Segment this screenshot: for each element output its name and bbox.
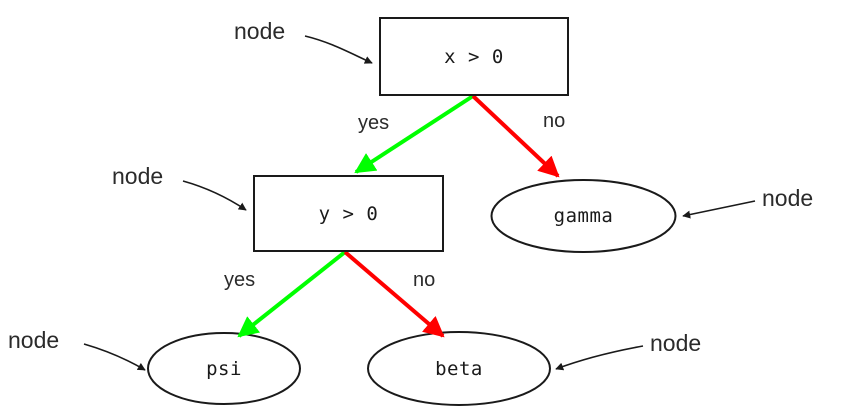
edge-root-to-gamma-no: [471, 94, 560, 178]
edge-root-to-inner-yes: [354, 94, 475, 174]
annotation-pointer-root: [304, 35, 373, 64]
annotation-node-gamma: node: [762, 185, 814, 211]
node-root-label: x > 0: [444, 45, 504, 68]
edge-label-inner-yes: yes: [224, 269, 256, 291]
node-gamma-ellipse[interactable]: [490, 179, 677, 253]
node-inner-box[interactable]: y > 0: [253, 175, 444, 252]
edge-label-root-no: no: [543, 110, 566, 132]
edge-inner-to-beta-no: [343, 250, 445, 338]
node-beta-ellipse[interactable]: [367, 331, 551, 406]
node-psi-ellipse[interactable]: [147, 332, 301, 405]
annotation-pointer-gamma: [682, 200, 756, 219]
annotation-node-beta: node: [650, 330, 702, 356]
annotation-node-inner: node: [112, 163, 164, 189]
edge-label-inner-no: no: [413, 269, 436, 291]
node-inner-label: y > 0: [318, 202, 379, 225]
edge-inner-to-psi-yes: [237, 250, 347, 338]
node-root-box[interactable]: x > 0: [379, 17, 569, 96]
edge-label-root-yes: yes: [358, 112, 390, 134]
annotation-pointer-psi: [83, 343, 146, 371]
annotation-node-psi: node: [8, 327, 60, 353]
annotation-pointer-inner: [182, 180, 247, 211]
annotation-pointer-beta: [555, 345, 644, 371]
annotation-node-root: node: [234, 18, 286, 44]
